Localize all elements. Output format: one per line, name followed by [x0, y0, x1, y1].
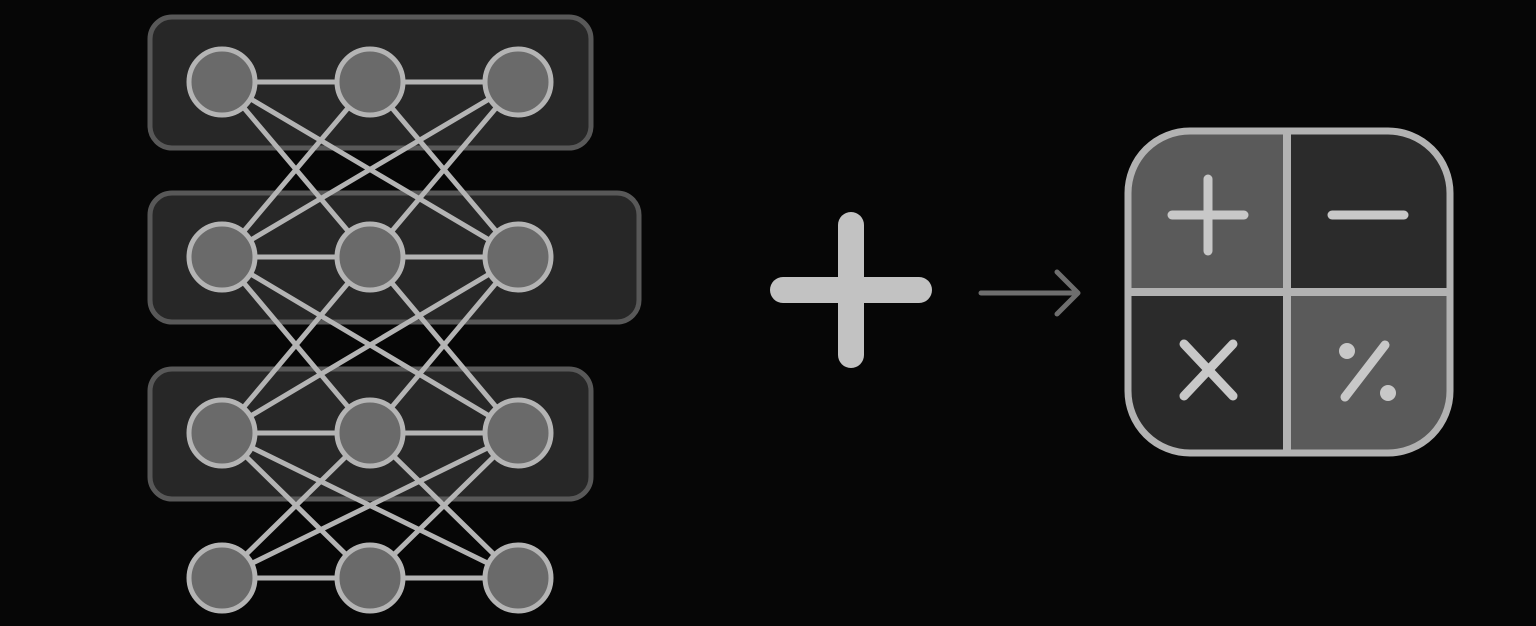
arrow-right-icon	[978, 269, 1081, 317]
plus-icon	[770, 212, 932, 368]
multiply-operator-icon	[1179, 339, 1238, 401]
inter-layer-edge	[219, 430, 521, 581]
network-node	[334, 542, 406, 614]
network-node	[186, 46, 258, 118]
inter-layer-edge	[219, 79, 373, 260]
inter-layer-edge	[219, 254, 521, 436]
network-node	[482, 542, 554, 614]
network-connections	[219, 79, 521, 581]
network-node	[186, 221, 258, 293]
network-node	[482, 221, 554, 293]
inter-layer-edge	[219, 79, 521, 260]
calculator-frame	[1124, 127, 1454, 457]
network-node	[334, 221, 406, 293]
network-node	[334, 397, 406, 469]
network-node	[186, 397, 258, 469]
inter-layer-edge	[367, 254, 521, 436]
neural-network-diagram	[147, 14, 642, 614]
plus-operator-icon	[1167, 174, 1249, 256]
network-node	[186, 542, 258, 614]
calculator-icon	[1124, 127, 1454, 457]
network-node	[482, 397, 554, 469]
network-node	[482, 46, 554, 118]
inter-layer-edge	[367, 79, 521, 260]
network-nodes	[186, 46, 554, 614]
network-node	[334, 46, 406, 118]
inter-layer-edge	[219, 254, 373, 436]
plus-vertical-bar	[838, 212, 864, 368]
percent-operator-icon	[1339, 340, 1396, 402]
